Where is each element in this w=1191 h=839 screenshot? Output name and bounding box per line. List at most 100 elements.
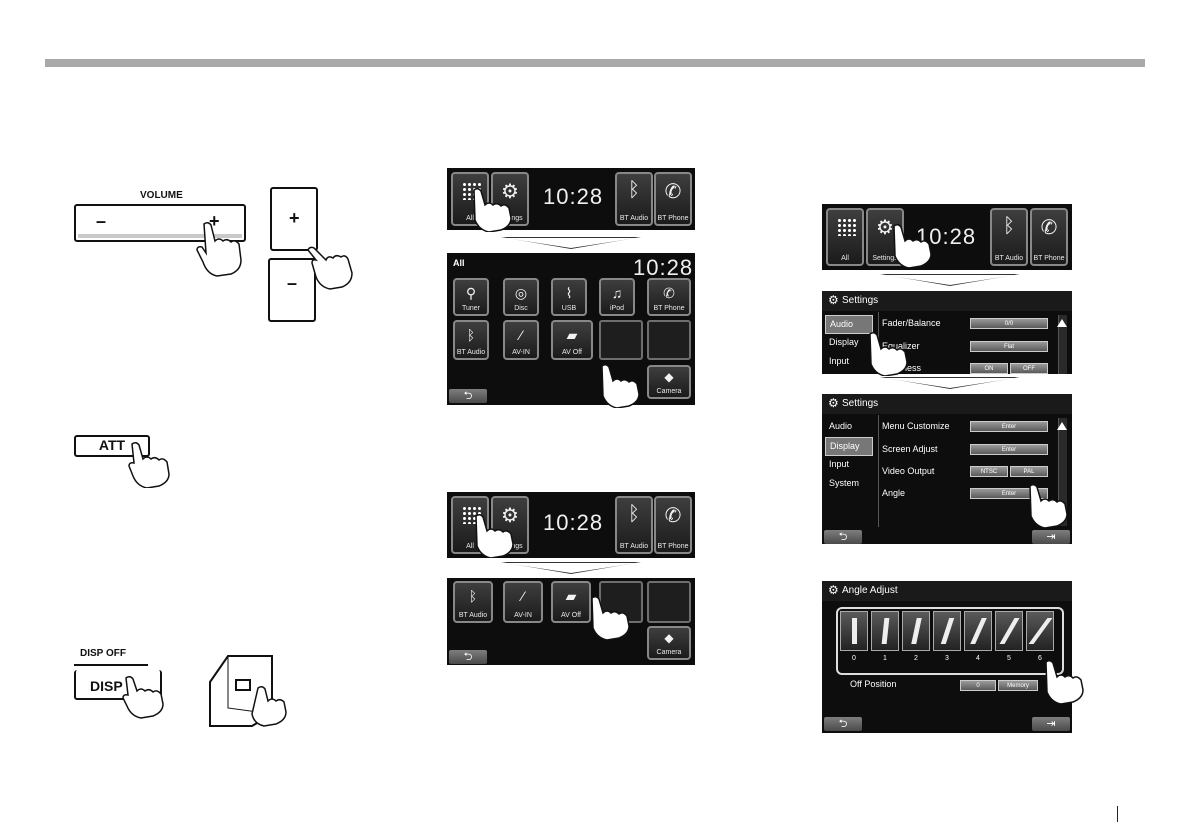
angle-level-tile[interactable] [1026, 611, 1054, 651]
empty-slot[interactable] [647, 320, 691, 360]
settings-screen-display: ⚙Settings Audio Display Input System Men… [822, 394, 1072, 544]
menu-audio[interactable]: Audio [829, 421, 853, 431]
angle-enter[interactable]: Enter [970, 488, 1048, 499]
angle-level-label: 1 [883, 655, 887, 662]
av-off-icon: ▰ [565, 588, 577, 604]
bluetooth-icon: ᛒ [466, 327, 476, 343]
source-bt-phone[interactable]: ✆BT Phone [647, 278, 691, 316]
gear-icon: ⚙ [876, 217, 894, 239]
memory-button[interactable]: Memory [998, 680, 1038, 691]
source-av-off[interactable]: ▰AV Off [551, 581, 591, 623]
page-edge-rule [1117, 806, 1118, 822]
back-button[interactable]: ⮌ [824, 717, 862, 731]
bluetooth-icon: ᛒ [1003, 215, 1015, 237]
exit-button[interactable]: ⇥ [1032, 530, 1070, 544]
phone-icon: ✆ [664, 505, 682, 527]
antenna-icon: ⚲ [465, 285, 477, 301]
ntsc-button[interactable]: NTSC [970, 466, 1008, 477]
settings-tile-label: Settings [872, 255, 898, 262]
loudness-on-button[interactable]: ON [970, 363, 1008, 374]
bt-phone-tile[interactable]: ✆ BT Phone [654, 496, 692, 554]
all-tile[interactable]: All [826, 208, 864, 266]
bt-audio-tile[interactable]: ᛒ BT Audio [990, 208, 1028, 266]
angle-level-tile[interactable] [964, 611, 992, 651]
cable-icon: ⁄ [519, 327, 523, 343]
empty-slot[interactable] [647, 581, 691, 623]
flow-arrow [501, 237, 641, 249]
menu-customize-enter[interactable]: Enter [970, 421, 1048, 432]
hand-pointer-icon [601, 363, 640, 408]
divider [878, 415, 879, 527]
gear-icon: ⚙ [828, 293, 839, 307]
gear-icon: ⚙ [501, 505, 519, 527]
screen-adjust-enter[interactable]: Enter [970, 444, 1048, 455]
angle-level-tile[interactable] [995, 611, 1023, 651]
source-av-in[interactable]: ⁄AV-IN [503, 581, 543, 623]
bt-phone-tile[interactable]: ✆ BT Phone [654, 172, 692, 226]
bt-audio-tile[interactable]: ᛒ BT Audio [615, 496, 653, 554]
hand-pointer-icon [1029, 483, 1068, 528]
source-camera[interactable]: ◆Camera [647, 365, 691, 399]
menu-audio[interactable]: Audio [825, 315, 873, 334]
bluetooth-icon: ᛒ [468, 588, 478, 604]
scroll-up-icon[interactable] [1057, 422, 1067, 430]
display-key-icon[interactable] [200, 652, 310, 732]
angle-level-tile[interactable] [933, 611, 961, 651]
source-label: BT Audio [456, 349, 486, 356]
hand-pointer-icon [196, 221, 242, 277]
menu-input[interactable]: Input [829, 459, 850, 469]
screen-adjust-label: Screen Adjust [882, 444, 938, 454]
angle-level-tile[interactable] [840, 611, 868, 651]
pal-button[interactable]: PAL [1010, 466, 1048, 477]
back-button[interactable]: ⮌ [449, 389, 487, 403]
menu-display[interactable]: Display [825, 437, 873, 456]
volume-down-key[interactable]: – [268, 258, 316, 322]
angle-level-label: 2 [914, 655, 918, 662]
gear-icon: ⚙ [828, 583, 839, 597]
source-disc[interactable]: ◎Disc [503, 278, 539, 316]
volume-plus: + [209, 211, 220, 231]
source-av-off[interactable]: ▰AV Off [551, 320, 593, 360]
source-av-in[interactable]: ⁄ AV-IN [503, 320, 539, 360]
volume-up-key[interactable]: + [270, 187, 318, 251]
volume-knob[interactable]: – + [74, 204, 246, 242]
angle-level-bar [881, 618, 890, 644]
angle-level-bar [999, 618, 1020, 644]
hand-pointer-icon [307, 246, 353, 290]
att-button[interactable]: ATT [74, 435, 150, 457]
source-label: AV-IN [512, 349, 530, 356]
back-button[interactable]: ⮌ [824, 530, 862, 544]
back-button[interactable]: ⮌ [449, 650, 487, 664]
loudness-off-button[interactable]: OFF [1010, 363, 1048, 374]
menu-display[interactable]: Display [829, 337, 859, 347]
volume-down-symbol: – [287, 273, 298, 293]
scrollbar[interactable] [1058, 315, 1067, 374]
source-ipod[interactable]: ♫iPod [599, 278, 635, 316]
equalizer-button[interactable]: Flat [970, 341, 1048, 352]
fader-balance-button[interactable]: 0/0 [970, 318, 1048, 329]
bt-audio-tile[interactable]: ᛒ BT Audio [615, 172, 653, 226]
angle-level-tile[interactable] [902, 611, 930, 651]
source-usb[interactable]: ⌇USB [551, 278, 587, 316]
clock: 10:28 [543, 510, 604, 535]
menu-input[interactable]: Input [829, 356, 850, 366]
source-bt-audio[interactable]: ᛒ BT Audio [453, 320, 489, 360]
angle-level-tile[interactable] [871, 611, 899, 651]
bt-phone-label: BT Phone [1033, 255, 1065, 262]
scroll-up-icon[interactable] [1057, 319, 1067, 327]
source-label: AV-IN [514, 612, 532, 619]
scrollbar[interactable] [1058, 418, 1067, 526]
hand-pointer-icon [591, 595, 630, 640]
hand-pointer-icon [869, 331, 908, 376]
disp-button[interactable]: DISP [74, 670, 162, 700]
menu-system[interactable]: System [829, 478, 860, 488]
screen-title: All [453, 258, 465, 268]
source-tuner[interactable]: ⚲Tuner [453, 278, 489, 316]
bt-phone-tile[interactable]: ✆ BT Phone [1030, 208, 1068, 266]
source-camera[interactable]: ◆Camera [647, 626, 691, 660]
empty-slot[interactable] [599, 320, 643, 360]
video-output-label: Video Output [882, 466, 935, 476]
exit-button[interactable]: ⇥ [1032, 717, 1070, 731]
